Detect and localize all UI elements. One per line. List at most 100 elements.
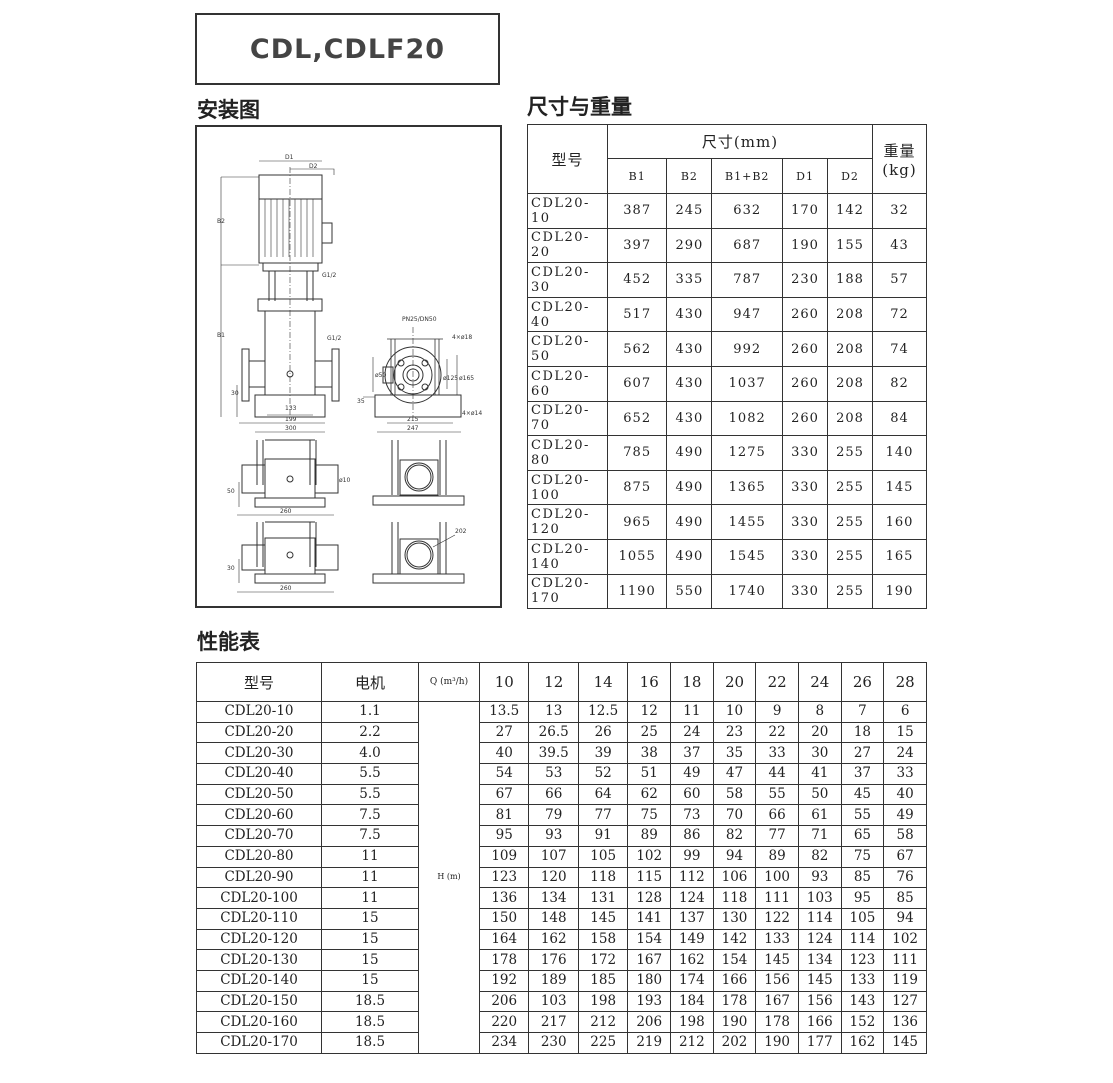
perf-head-cell: 192 xyxy=(478,969,530,992)
front-view xyxy=(220,160,340,433)
dim-value-cell: 208 xyxy=(827,331,873,367)
perf-head-cell: 148 xyxy=(528,907,579,930)
label-w300: 300 xyxy=(285,425,297,432)
dim-value-cell: 260 xyxy=(782,365,829,402)
perf-head-cell: 198 xyxy=(577,990,629,1013)
dim-value-cell: 290 xyxy=(666,227,713,264)
dim-value-cell: 160 xyxy=(872,504,927,540)
perf-head-cell: 185 xyxy=(577,969,629,992)
dim-value-cell: 490 xyxy=(666,504,713,540)
perf-heading: 性能表 xyxy=(197,630,260,654)
dim-model-cell: CDL20-30 xyxy=(527,262,608,298)
perf-motor-cell: 11 xyxy=(321,887,419,909)
dim-value-cell: 430 xyxy=(666,400,713,437)
dim-value-cell: 550 xyxy=(666,573,713,610)
perf-head-cell: 22 xyxy=(755,721,799,744)
installation-drawing: D1 D2 B2 B1 G1/2 G1/2 30 133 199 300 PN2… xyxy=(195,125,502,608)
dim-model-header: 型号 xyxy=(527,124,608,194)
label-h35: 35 xyxy=(357,398,365,405)
perf-head-cell: 154 xyxy=(627,928,672,951)
perf-motor-cell: 7.5 xyxy=(321,825,419,847)
dim-value-cell: 1365 xyxy=(711,469,784,506)
dim-value-cell: 687 xyxy=(711,227,784,264)
perf-flow-header: 26 xyxy=(840,662,885,702)
perf-head-cell: 33 xyxy=(755,742,799,765)
perf-head-cell: 114 xyxy=(840,928,885,951)
perf-head-cell: 26 xyxy=(577,721,629,744)
perf-head-cell: 7 xyxy=(840,701,885,723)
dim-col-d2: D2 xyxy=(827,158,873,194)
dim-value-cell: 490 xyxy=(666,469,713,506)
perf-head-cell: 206 xyxy=(627,1011,672,1033)
perf-head-cell: 49 xyxy=(670,763,714,785)
perf-head-cell: 89 xyxy=(755,845,799,868)
perf-head-cell: 230 xyxy=(528,1032,579,1054)
perf-motor-cell: 5.5 xyxy=(321,783,419,806)
perf-head-cell: 67 xyxy=(478,783,530,806)
perf-motor-cell: 7.5 xyxy=(321,804,419,827)
perf-head-cell: 13.5 xyxy=(478,701,530,723)
perf-head-cell: 136 xyxy=(478,887,530,909)
perf-head-cell: 119 xyxy=(883,969,927,992)
dim-value-cell: 335 xyxy=(666,262,713,298)
pump-drawing-svg: D1 D2 B2 B1 G1/2 G1/2 30 133 199 300 PN2… xyxy=(217,154,482,593)
perf-head-cell: 120 xyxy=(528,866,579,889)
dim-value-cell: 1082 xyxy=(711,400,784,437)
perf-head-cell: 61 xyxy=(797,804,842,827)
label-holes14: 4×ø14 xyxy=(462,410,482,417)
dim-value-cell: 43 xyxy=(872,227,927,264)
dim-value-cell: 245 xyxy=(666,193,713,229)
perf-head-cell: 99 xyxy=(670,845,714,868)
dim-model-cell: CDL20-140 xyxy=(527,538,608,575)
perf-flow-header: 28 xyxy=(883,662,927,702)
dim-value-cell: 74 xyxy=(872,331,927,367)
perf-head-cell: 82 xyxy=(712,825,757,847)
dim-value-cell: 452 xyxy=(606,262,668,298)
perf-head-cell: 225 xyxy=(577,1032,629,1054)
dim-model-cell: CDL20-60 xyxy=(527,365,608,402)
perf-head-cell: 41 xyxy=(797,763,842,785)
perf-motor-cell: 4.0 xyxy=(321,742,419,765)
perf-motor-cell: 11 xyxy=(321,845,419,868)
perf-head-cell: 62 xyxy=(627,783,672,806)
perf-motor-cell: 11 xyxy=(321,866,419,889)
perf-head-cell: 37 xyxy=(670,742,714,765)
perf-model-cell: CDL20-20 xyxy=(196,721,322,744)
perf-model-cell: CDL20-100 xyxy=(196,887,322,909)
dim-value-cell: 260 xyxy=(782,400,829,437)
dim-col-b1b2: B1+B2 xyxy=(711,158,784,194)
perf-motor-cell: 15 xyxy=(321,949,419,971)
perf-head-cell: 123 xyxy=(840,949,885,971)
dim-value-cell: 208 xyxy=(827,400,873,437)
dim-value-cell: 255 xyxy=(827,573,873,610)
dim-value-cell: 1055 xyxy=(606,538,668,575)
perf-head-cell: 10 xyxy=(712,701,757,723)
perf-head-cell: 134 xyxy=(528,887,579,909)
dim-model-cell: CDL20-100 xyxy=(527,469,608,506)
perf-head-cell: 162 xyxy=(528,928,579,951)
dim-value-cell: 155 xyxy=(827,227,873,264)
perf-motor-header: 电机 xyxy=(321,662,419,702)
dim-value-cell: 82 xyxy=(872,365,927,402)
perf-head-cell: 134 xyxy=(797,949,842,971)
perf-head-cell: 111 xyxy=(755,887,799,909)
label-h50: 50 xyxy=(227,488,235,495)
dimensions-table: 型号 尺寸(mm) 重量(kg) B1 B2 B1+B2 D1 D2 CDL20… xyxy=(527,124,927,610)
dim-value-cell: 430 xyxy=(666,365,713,402)
perf-head-cell: 178 xyxy=(712,990,757,1013)
perf-head-cell: 105 xyxy=(577,845,629,868)
label-d165: ø165 xyxy=(459,375,474,382)
perf-head-cell: 180 xyxy=(627,969,672,992)
perf-head-cell: 11 xyxy=(670,701,714,723)
perf-head-cell: 86 xyxy=(670,825,714,847)
dim-value-cell: 1275 xyxy=(711,435,784,471)
dim-value-cell: 255 xyxy=(827,538,873,575)
perf-head-cell: 107 xyxy=(528,845,579,868)
